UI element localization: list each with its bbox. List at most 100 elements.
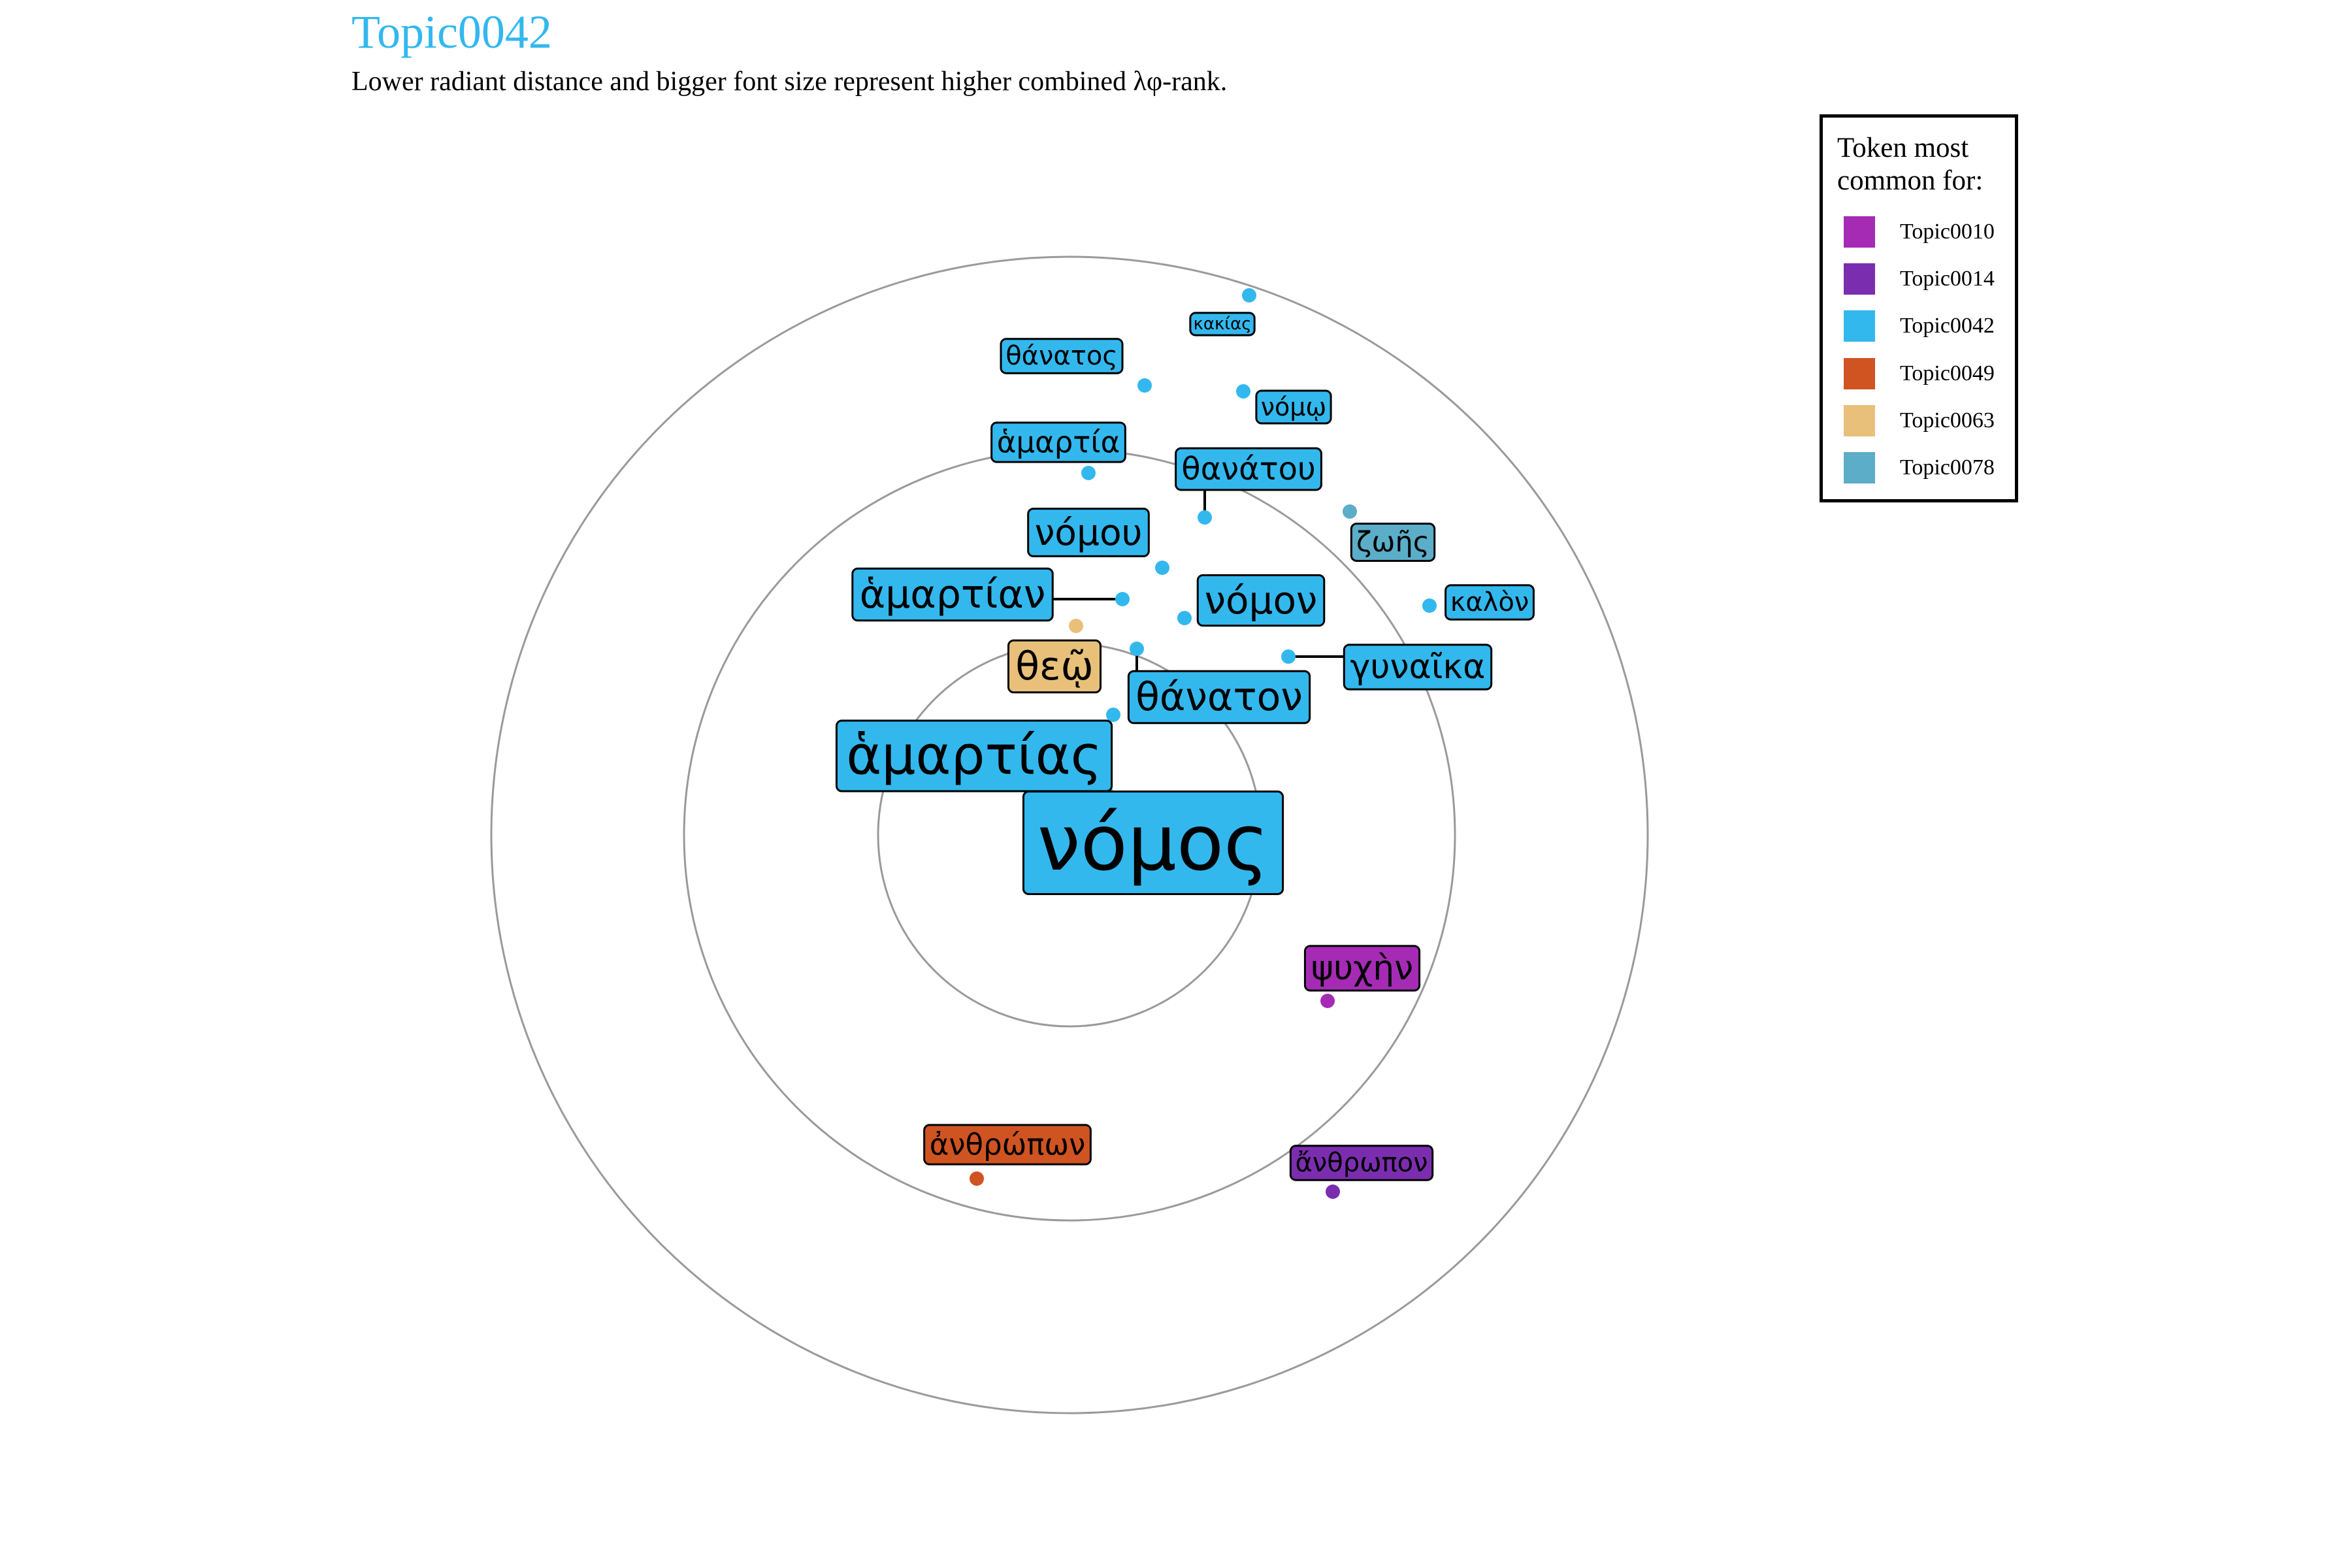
data-points bbox=[970, 288, 1437, 1199]
data-label-text: ἁμαρτία bbox=[997, 425, 1120, 460]
legend-swatch bbox=[1844, 263, 1875, 295]
data-point bbox=[1177, 611, 1192, 625]
data-label-text: θάνατον bbox=[1135, 674, 1303, 720]
data-point bbox=[1236, 384, 1250, 399]
data-label-box bbox=[1175, 447, 1322, 491]
data-point bbox=[1155, 561, 1169, 575]
data-label-box bbox=[1189, 312, 1256, 336]
legend-swatch bbox=[1844, 216, 1875, 248]
data-label-text: ἀνθρώπων bbox=[930, 1128, 1086, 1162]
legend-title-line2: common for: bbox=[1837, 165, 1984, 196]
data-label-box bbox=[1127, 670, 1311, 725]
legend-label: Topic0049 bbox=[1900, 361, 1995, 385]
data-label-box bbox=[1000, 338, 1124, 374]
data-label: καλὸν bbox=[1445, 584, 1535, 621]
legend-label: Topic0078 bbox=[1900, 455, 1995, 480]
legend-item: Topic0042 bbox=[1844, 310, 1995, 342]
legend-item: Topic0010 bbox=[1844, 216, 1995, 248]
data-label-text: ζωῆς bbox=[1356, 526, 1429, 559]
data-label-text: θανάτου bbox=[1181, 451, 1316, 487]
data-label-box bbox=[1289, 1145, 1434, 1181]
data-label: θάνατον bbox=[1127, 670, 1311, 725]
data-label-text: θάνατος bbox=[1005, 341, 1118, 371]
data-label-text: νόμου bbox=[1035, 512, 1143, 553]
legend-title-line1: Token most bbox=[1837, 133, 1969, 163]
legend-item: Topic0014 bbox=[1844, 263, 1995, 295]
data-label: ψυχὴν bbox=[1303, 945, 1421, 992]
data-label-box bbox=[1350, 523, 1436, 562]
data-point bbox=[1130, 642, 1144, 656]
data-label-box bbox=[1007, 639, 1102, 694]
legend-swatch bbox=[1844, 310, 1875, 342]
data-point bbox=[1326, 1184, 1340, 1199]
legend-label: Topic0010 bbox=[1900, 220, 1995, 244]
data-point bbox=[1422, 598, 1437, 613]
data-label-text: ψυχὴν bbox=[1311, 949, 1413, 988]
data-point bbox=[1320, 994, 1335, 1008]
legend-swatch bbox=[1844, 452, 1875, 483]
legend: Token most common for: Topic0010 Topic00… bbox=[1820, 114, 2018, 502]
data-label-box bbox=[1027, 508, 1150, 557]
data-label: νόμῳ bbox=[1255, 389, 1332, 425]
data-label: θανάτου bbox=[1175, 447, 1322, 491]
data-label-box bbox=[1022, 791, 1284, 895]
data-point bbox=[1281, 649, 1296, 664]
data-label-text: καλὸν bbox=[1450, 587, 1529, 617]
legend-label: Topic0042 bbox=[1900, 314, 1995, 338]
data-label: ἄνθρωπον bbox=[1289, 1145, 1434, 1181]
data-point bbox=[1343, 504, 1357, 519]
data-label: νόμον bbox=[1196, 574, 1326, 627]
data-labels: νόμος ἁμαρτίας θάνατον θεῷ ἁμαρτίαν νόμον νόμο… bbox=[835, 312, 1535, 1181]
data-label: νόμου bbox=[1027, 508, 1150, 557]
data-label-box bbox=[835, 719, 1113, 792]
data-label-box bbox=[1445, 584, 1535, 621]
data-label: ἀνθρώπων bbox=[923, 1124, 1092, 1166]
legend-item: Topic0078 bbox=[1844, 451, 1995, 484]
data-label: ἁμαρτίας bbox=[835, 719, 1113, 792]
data-label-text: ἄνθρωπον bbox=[1296, 1148, 1428, 1178]
data-label-text: ἁμαρτίας bbox=[846, 725, 1102, 787]
legend-swatch bbox=[1844, 405, 1875, 436]
data-label: ζωῆς bbox=[1350, 523, 1436, 562]
data-label-box bbox=[990, 421, 1126, 463]
data-point bbox=[1106, 708, 1120, 722]
data-label-text: γυναῖκα bbox=[1350, 647, 1486, 687]
data-point bbox=[1137, 378, 1152, 393]
data-label: ἁμαρτία bbox=[990, 421, 1126, 463]
data-label-text: ἁμαρτίαν bbox=[860, 572, 1046, 617]
legend-label: Topic0014 bbox=[1900, 267, 1995, 291]
data-label: θάνατος bbox=[1000, 338, 1124, 374]
data-point bbox=[1069, 619, 1083, 633]
data-label-text: νόμον bbox=[1205, 578, 1318, 623]
data-label-box bbox=[1343, 644, 1493, 691]
data-point bbox=[1081, 466, 1096, 480]
data-label: νόμος bbox=[1022, 791, 1284, 895]
data-label-box bbox=[1303, 945, 1421, 992]
legend-swatch bbox=[1844, 358, 1875, 389]
data-label: θεῷ bbox=[1007, 639, 1102, 694]
data-label: ἁμαρτίαν bbox=[851, 567, 1054, 622]
legend-title: Token most common for: bbox=[1837, 132, 2014, 197]
data-label-box bbox=[923, 1124, 1092, 1166]
data-point bbox=[1242, 288, 1256, 302]
data-point bbox=[970, 1171, 984, 1186]
legend-item: Topic0049 bbox=[1844, 357, 1995, 390]
data-label: κακίας bbox=[1189, 312, 1256, 336]
data-point bbox=[1198, 510, 1212, 525]
data-label-box bbox=[1255, 389, 1332, 425]
ring-gridline bbox=[490, 255, 1649, 1414]
data-label-box bbox=[851, 567, 1054, 622]
data-label-text: θεῷ bbox=[1015, 644, 1093, 689]
data-label-box bbox=[1196, 574, 1326, 627]
legend-item: Topic0063 bbox=[1844, 404, 1995, 437]
legend-label: Topic0063 bbox=[1900, 408, 1995, 433]
data-label-text: νόμῳ bbox=[1261, 393, 1326, 421]
chart-title: Topic0042 bbox=[351, 6, 552, 58]
data-label: γυναῖκα bbox=[1343, 644, 1493, 691]
data-label-text: κακίας bbox=[1194, 314, 1252, 334]
data-label-text: νόμος bbox=[1037, 798, 1269, 888]
data-point bbox=[1115, 592, 1130, 606]
chart-subtitle: Lower radiant distance and bigger font s… bbox=[351, 67, 1228, 97]
